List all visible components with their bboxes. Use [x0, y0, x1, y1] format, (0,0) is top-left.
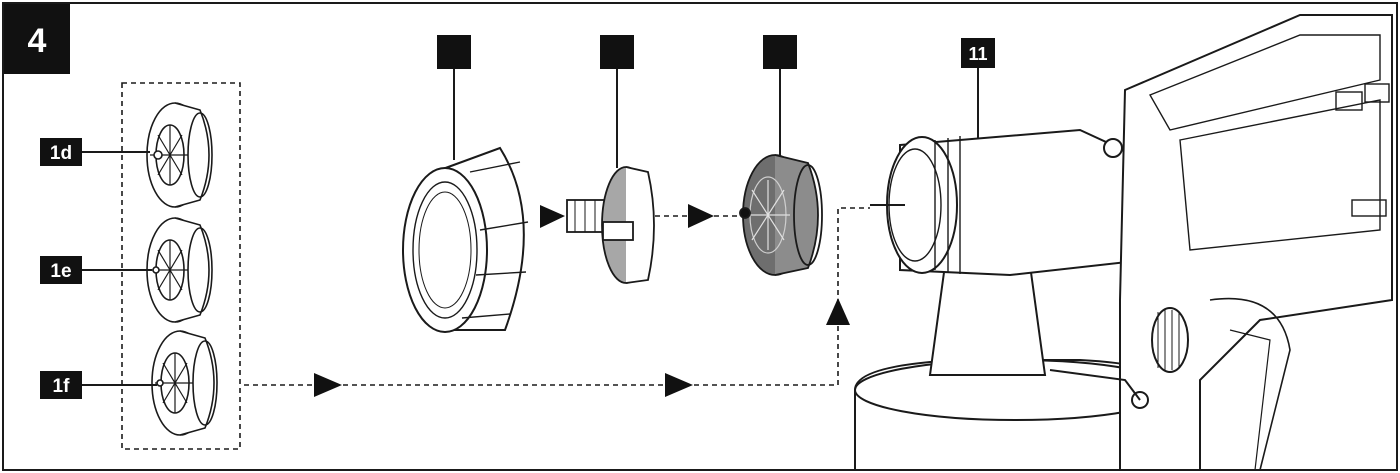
- label-1d: 1d: [40, 138, 150, 166]
- valve-insert: [566, 166, 655, 284]
- path-arrows: [314, 298, 850, 397]
- arrow-to-nozzle: [688, 204, 714, 228]
- arrow-right-1: [314, 373, 342, 397]
- arrow-right-2: [665, 373, 693, 397]
- label-11: 11: [961, 38, 995, 150]
- nozzle-1d: [146, 102, 213, 208]
- label-1f: 1f: [40, 371, 157, 399]
- union-nut: [402, 146, 529, 333]
- nozzle-dark: [739, 154, 823, 276]
- part-callout-c: [763, 35, 797, 158]
- label-11-text: 11: [968, 44, 987, 64]
- part-callout-b: [600, 35, 634, 168]
- assembly-path: [244, 207, 870, 386]
- part-callout-a: [437, 35, 471, 160]
- label-1e: 1e: [40, 256, 152, 284]
- step-badge: 4: [4, 4, 70, 74]
- label-1d-text: 1d: [50, 143, 72, 164]
- step-number: 4: [28, 22, 47, 60]
- label-1f-text: 1f: [53, 376, 71, 397]
- nozzle-set-box: [121, 82, 241, 450]
- label-1e-text: 1e: [50, 261, 71, 282]
- spray-gun-body: [854, 14, 1393, 471]
- arrow-up: [826, 298, 850, 325]
- arrow-to-valve: [540, 205, 565, 228]
- nozzle-1f: [151, 330, 218, 436]
- nozzle-1e: [146, 217, 213, 323]
